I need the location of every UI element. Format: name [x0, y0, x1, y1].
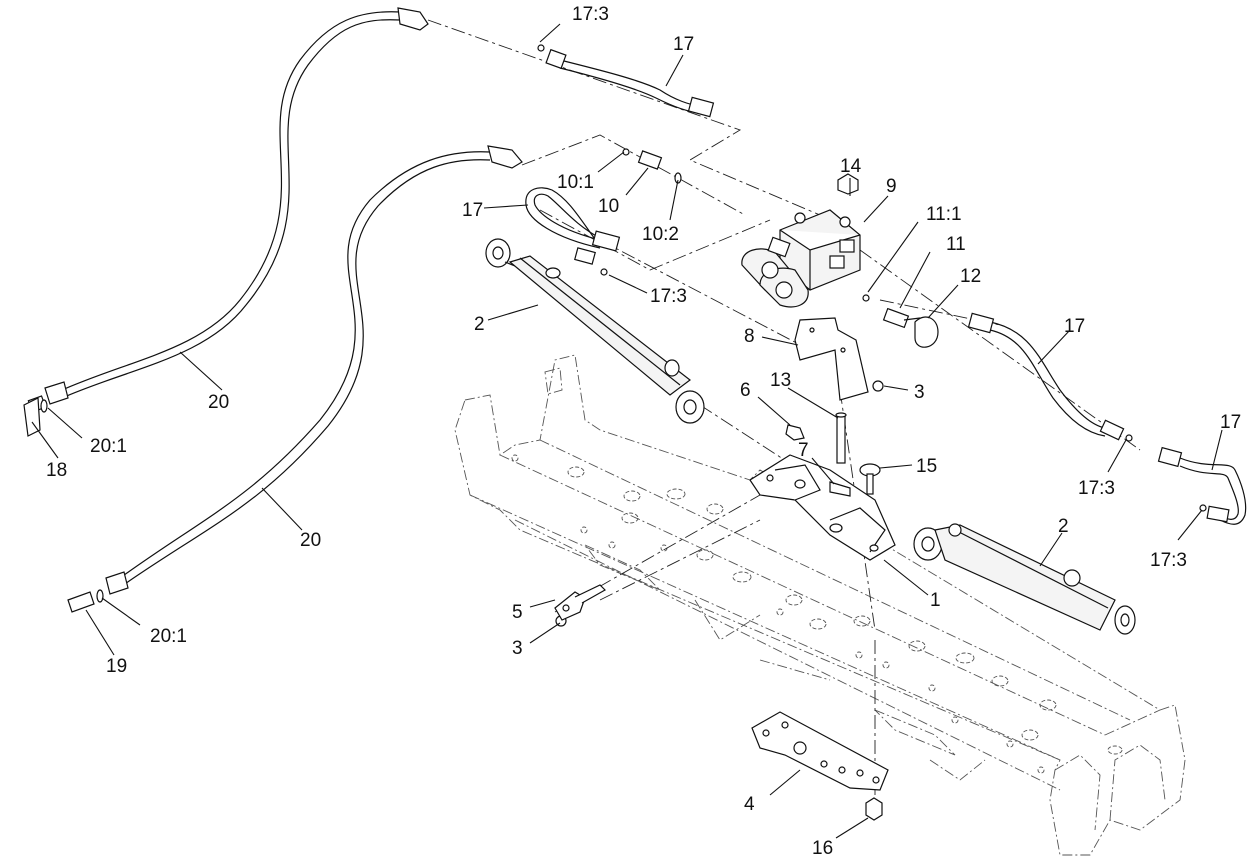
callout-2-right: 2 [1058, 516, 1069, 537]
callout-11: 11 [946, 234, 966, 255]
nut-16 [865, 797, 883, 821]
hose-17-left [525, 187, 621, 276]
callout-11-1: 11:1 [926, 204, 962, 225]
callout-9: 9 [886, 176, 897, 197]
pin-13 [835, 412, 847, 464]
valve-block-9 [741, 173, 861, 308]
callout-4: 4 [744, 794, 755, 815]
callout-18: 18 [46, 460, 67, 481]
callout-19: 19 [106, 656, 127, 677]
frame-holes [511, 454, 1123, 774]
callout-17-left: 17 [462, 200, 483, 221]
callout-16: 16 [812, 838, 833, 859]
assembly-phantom-lines [427, 19, 1141, 795]
plate-4 [751, 711, 889, 791]
callout-3-right: 3 [914, 382, 925, 403]
fitting-10 [622, 148, 682, 184]
cylinder-2-left [485, 238, 705, 424]
callout-labels: 17:3 17 10:1 10 10:2 14 9 11:1 11 12 17 … [46, 4, 1241, 859]
callout-17-3-far: 17:3 [1150, 550, 1187, 571]
callout-14: 14 [840, 156, 862, 177]
callout-15: 15 [916, 456, 937, 477]
callout-2-left: 2 [474, 314, 485, 335]
callout-10: 10 [598, 196, 619, 217]
bolt-7 [829, 481, 851, 497]
pin-15 [859, 463, 881, 495]
pin-5 [554, 584, 606, 621]
leader-lines [31, 23, 1223, 839]
callout-20-1-bottom: 20:1 [150, 626, 187, 647]
bolt-6 [785, 424, 805, 441]
hose-17-far [1157, 446, 1247, 525]
hose-20-upper [23, 7, 429, 437]
callout-12: 12 [960, 266, 981, 287]
clamp-12 [903, 316, 939, 348]
cylinder-2-right [913, 523, 1136, 635]
callout-3-left: 3 [512, 638, 523, 659]
mount-bracket-1 [749, 454, 896, 561]
hose-20-lower [67, 145, 523, 613]
callout-17-top: 17 [673, 34, 694, 55]
fitting-11 [862, 294, 910, 329]
bracket-8 [794, 317, 869, 401]
frame-phantom [454, 354, 1186, 856]
callout-17-3-mid: 17:3 [650, 286, 687, 307]
callout-1: 1 [930, 590, 941, 611]
callout-10-1: 10:1 [557, 172, 594, 193]
callout-20-1-top: 20:1 [90, 436, 127, 457]
callout-17-far: 17 [1220, 412, 1241, 433]
hose-17-right [967, 312, 1133, 442]
callout-20-bottom: 20 [300, 530, 321, 551]
callout-13: 13 [770, 370, 791, 391]
callout-20-top: 20 [208, 392, 229, 413]
hose-17-top [537, 44, 715, 118]
callout-8: 8 [744, 326, 755, 347]
callout-5: 5 [512, 602, 523, 623]
callout-17-3-right: 17:3 [1078, 478, 1115, 499]
callout-17-3-top: 17:3 [572, 4, 609, 25]
callout-6: 6 [740, 380, 751, 401]
callout-10-2: 10:2 [642, 224, 679, 245]
callout-17-right: 17 [1064, 316, 1085, 337]
callout-7: 7 [798, 440, 809, 461]
